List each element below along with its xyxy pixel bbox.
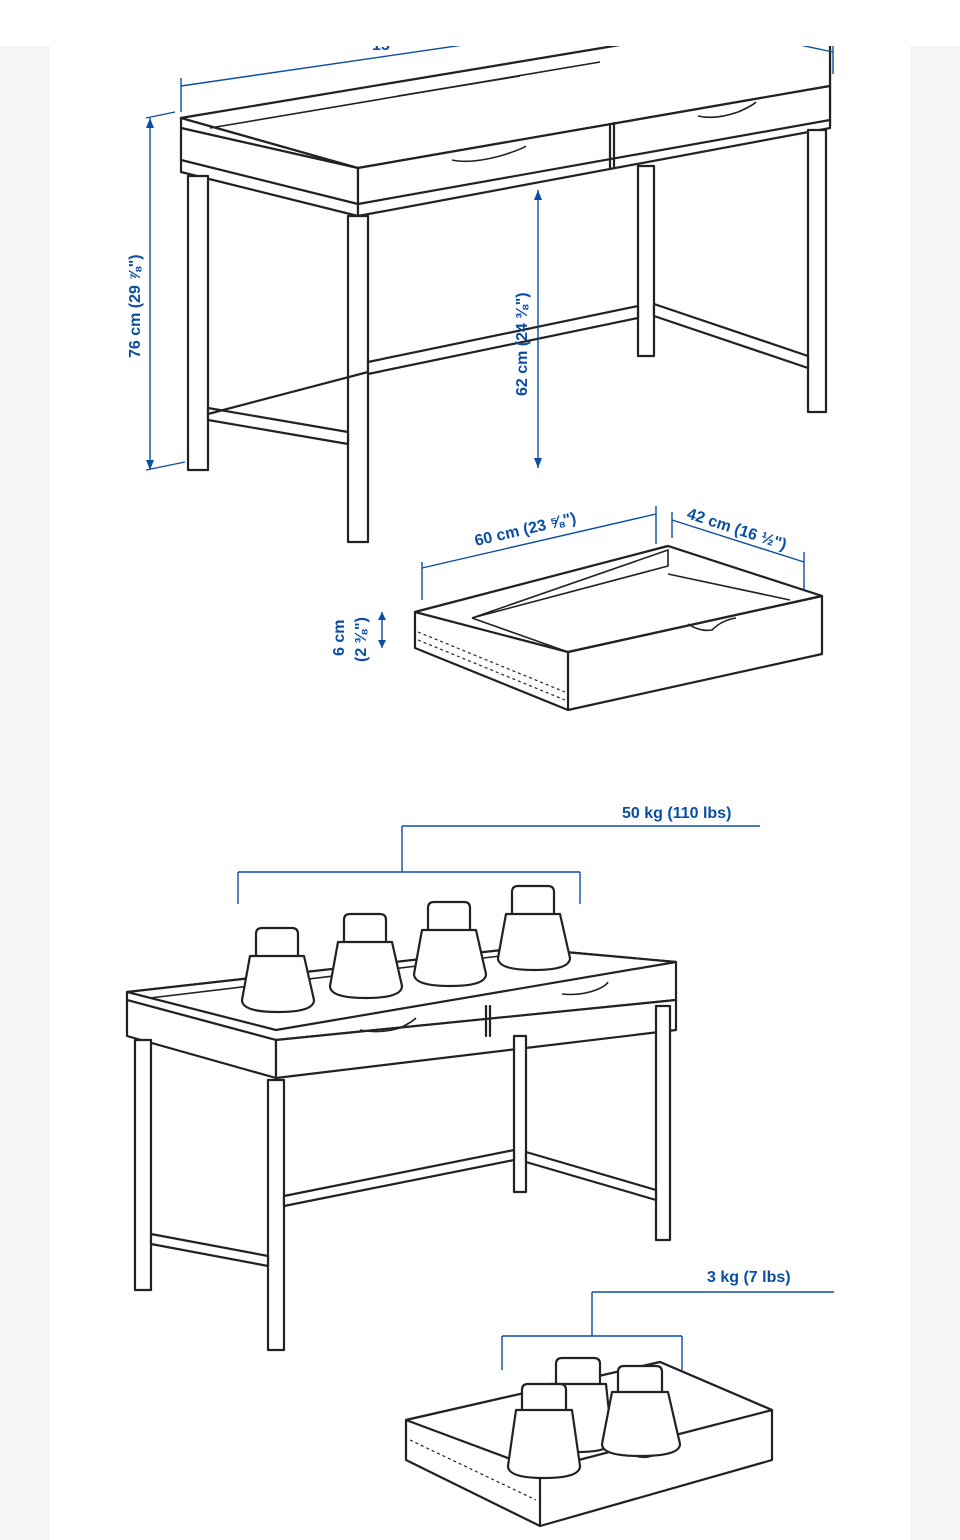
drawer-height-cm-label: 6 cm: [331, 620, 348, 656]
weight-icon: [600, 1364, 682, 1458]
drawer-illustration-dimensioned: [413, 544, 824, 712]
drawer-load-callout: 3 kg (7 lbs): [501, 1269, 834, 1370]
under-drawer-height-label: 62 cm (24 ⅜"): [514, 292, 531, 396]
dimension-illustration: 15 76 cm (29 ⅞") 62 cm (24 ⅜") 60 cm (23…: [125, 46, 834, 1528]
width-dimension-label: 15: [372, 46, 390, 54]
weight-icon: [412, 900, 488, 988]
desk-illustration-load: [125, 946, 678, 1352]
weight-icon: [496, 884, 572, 972]
desk-illustration-dimensioned: [179, 46, 832, 544]
under-drawer-height-dimension: 62 cm (24 ⅜"): [514, 190, 542, 468]
weight-icon: [240, 926, 316, 1014]
weight-icon: [506, 1382, 582, 1480]
top-bar: [0, 0, 960, 46]
drawer-load-label: 3 kg (7 lbs): [707, 1269, 791, 1286]
desk-weights: [240, 884, 572, 1014]
desk-load-label: 50 kg (110 lbs): [622, 805, 731, 822]
drawer-height-in-label: (2 ⅜"): [353, 617, 370, 662]
total-height-label: 76 cm (29 ⅞"): [127, 254, 144, 358]
drawer-weights: [506, 1356, 682, 1480]
weight-icon: [328, 912, 404, 1000]
drawer-height-dimension: 6 cm (2 ⅜"): [331, 612, 386, 662]
product-image-panel: 15 76 cm (29 ⅞") 62 cm (24 ⅜") 60 cm (23…: [50, 46, 910, 1540]
desk-load-callout: 50 kg (110 lbs): [237, 805, 760, 904]
total-height-dimension: 76 cm (29 ⅞"): [127, 111, 186, 471]
width-dimension: 15: [180, 46, 834, 112]
